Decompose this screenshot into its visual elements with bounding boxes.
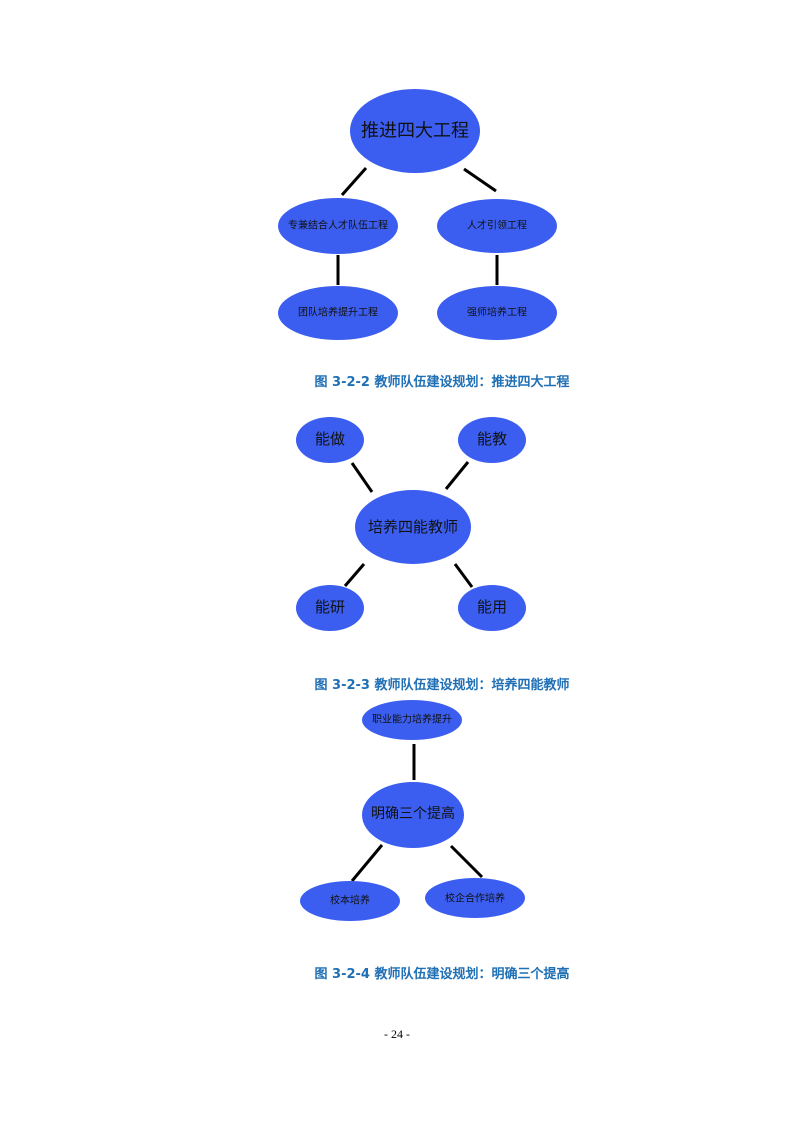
figure-four-projects: 推进四大工程 专兼结合人才队伍工程 人才引领工程 团队培养提升工程 强师培养工程… — [278, 89, 569, 390]
node-label: 推进四大工程 — [361, 121, 469, 142]
node-root — [350, 89, 480, 173]
node-label: 校本培养 — [330, 894, 370, 907]
figure-four-abilities: 培养四能教师 能做 能教 能研 能用 图 3-2-3 教师队伍建设规划：培养四能… — [296, 417, 569, 693]
node — [437, 286, 557, 340]
edge — [449, 844, 484, 879]
figure-caption: 图 3-2-3 教师队伍建设规划：培养四能教师 — [315, 677, 570, 693]
node — [296, 417, 364, 463]
page-number: - 24 - — [384, 1027, 410, 1041]
node-label: 职业能力培养提升 — [372, 713, 452, 726]
node — [458, 585, 526, 631]
figure-caption: 图 3-2-2 教师队伍建设规划：推进四大工程 — [315, 374, 570, 390]
node-label: 专兼结合人才队伍工程 — [288, 219, 388, 232]
node — [425, 878, 525, 918]
edge — [350, 844, 384, 882]
node — [296, 585, 364, 631]
node — [300, 881, 400, 921]
node-label: 培养四能教师 — [368, 518, 458, 536]
node-label: 能做 — [315, 430, 345, 448]
node-label: 强师培养工程 — [467, 306, 527, 319]
edge — [444, 461, 470, 490]
node-label: 能教 — [477, 430, 507, 448]
figure-caption: 图 3-2-4 教师队伍建设规划：明确三个提高 — [315, 966, 570, 982]
edge — [340, 167, 368, 196]
figure-three-improvements: 职业能力培养提升 明确三个提高 校本培养 校企合作培养 图 3-2-4 教师队伍… — [300, 700, 569, 982]
node — [278, 286, 398, 340]
node — [458, 417, 526, 463]
edge — [453, 563, 474, 588]
node-label: 明确三个提高 — [371, 805, 455, 822]
edge — [350, 462, 374, 493]
node-label: 校企合作培养 — [445, 892, 505, 905]
edge — [463, 167, 497, 193]
node-root — [362, 782, 464, 848]
edge — [343, 563, 366, 587]
node — [278, 198, 398, 254]
node-label: 能研 — [315, 598, 345, 616]
node — [437, 199, 557, 253]
node-label: 人才引领工程 — [467, 219, 527, 232]
node — [362, 700, 462, 740]
node-label: 团队培养提升工程 — [298, 306, 378, 319]
node-label: 能用 — [477, 598, 507, 616]
node-root — [355, 490, 471, 564]
